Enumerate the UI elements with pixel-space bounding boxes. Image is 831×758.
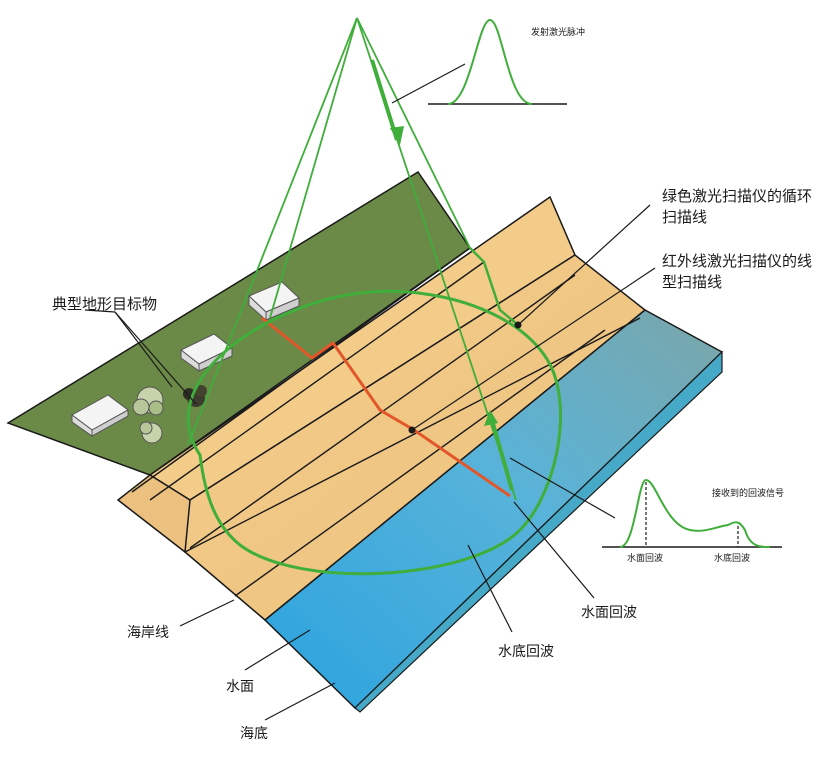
green-scan-line-label: 绿色激光扫描仪的循环扫描线: [662, 187, 813, 226]
received-signal-plot: [602, 478, 782, 548]
terrain-targets-label: 典型地形目标物: [52, 295, 158, 313]
bottom-echo-small-label: 水底回波: [714, 554, 751, 564]
leader-lines: [84, 63, 656, 721]
surface-echo-label: 水面回波: [581, 605, 637, 621]
house-3: [248, 281, 300, 322]
house-1: [71, 394, 129, 437]
emitted-pulse-plot: [428, 18, 567, 105]
green-path-dune: [469, 247, 519, 326]
received-signal-label: 接收到的回波信号: [712, 489, 785, 499]
water-surface-label: 水面: [226, 679, 254, 695]
green-circular-scan-line: [186, 289, 563, 576]
trees: [132, 385, 207, 444]
green-scan-marker: [514, 321, 522, 329]
laser-beam-arrows: [370, 59, 514, 491]
seabed-label: 海底: [240, 726, 268, 742]
surface-echo-small-label: 水面回波: [627, 554, 664, 564]
emitted-pulse-label: 发射激光脉冲: [531, 28, 586, 38]
infrared-scan-marker: [408, 426, 416, 434]
bottom-echo-label: 水底回波: [498, 644, 554, 660]
coastline-label: 海岸线: [127, 625, 169, 641]
infrared-scan-line: [261, 316, 511, 498]
infrared-scan-line-label: 红外线激光扫描仪的线型扫描线: [662, 252, 813, 291]
